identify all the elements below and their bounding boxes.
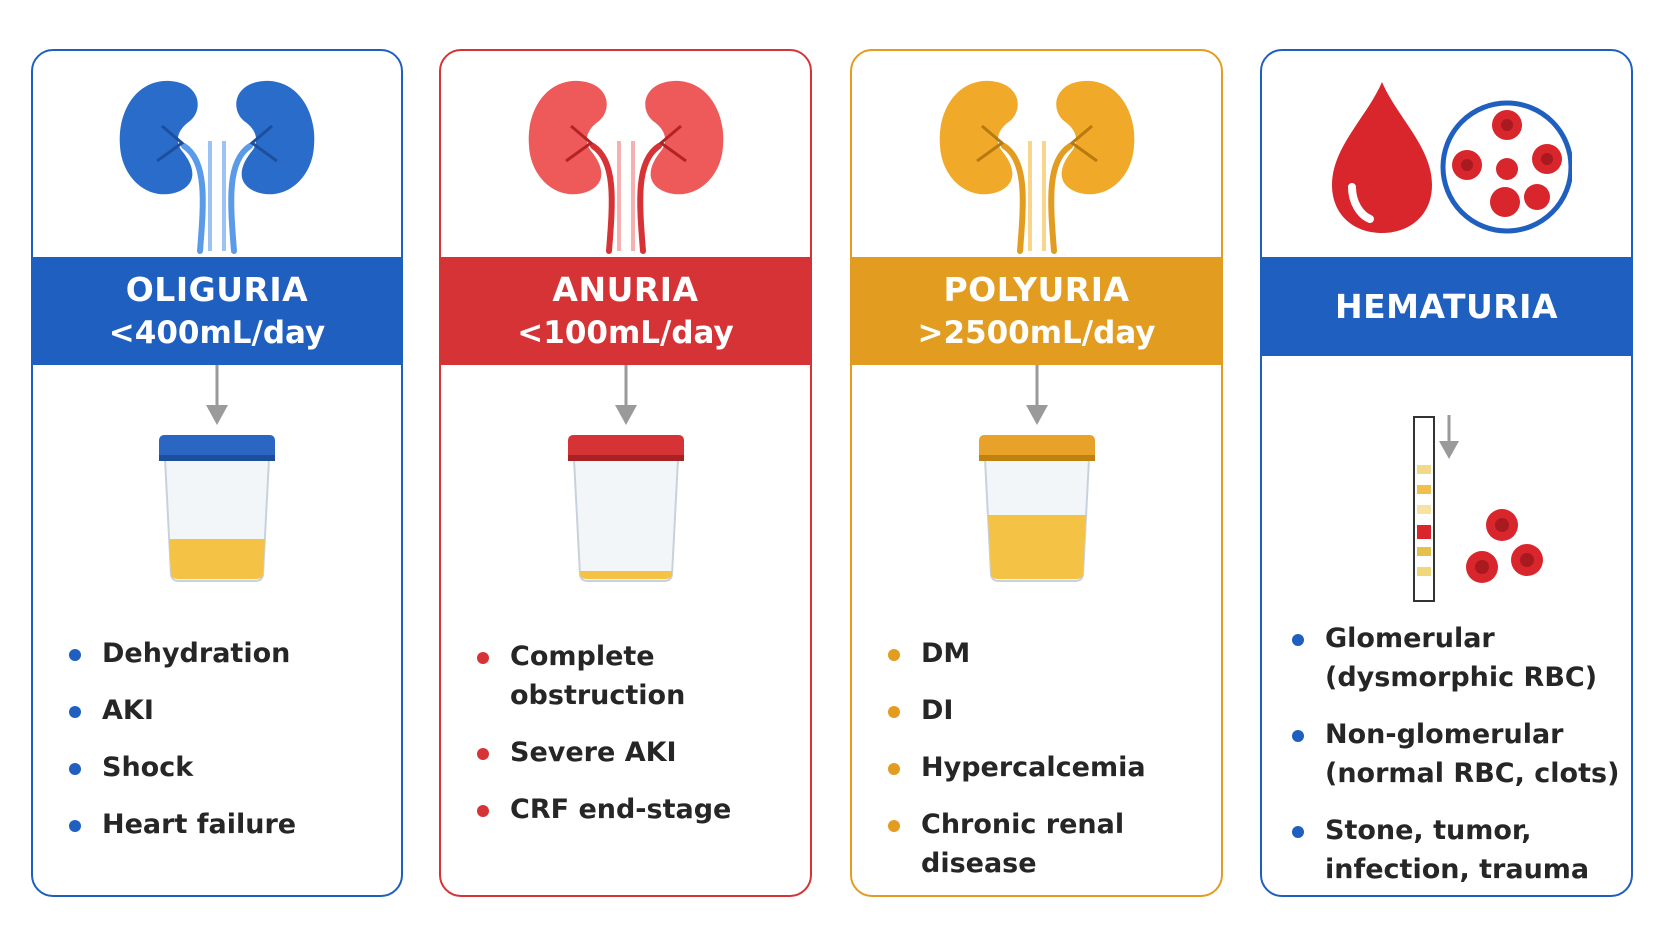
cause-list: Glomerular(dysmorphic RBC) Non-glomerula… <box>1262 619 1631 895</box>
card-subtitle: <100mL/day <box>517 315 734 351</box>
list-item: Glomerular(dysmorphic RBC) <box>1292 619 1631 697</box>
card-anuria: ANURIA <100mL/day Complete obstruction S… <box>439 49 812 897</box>
list-item: Chronic renal disease <box>888 805 1221 883</box>
arrow-down-icon <box>1025 365 1048 425</box>
kidneys-blue <box>33 71 401 261</box>
list-item: DM <box>888 634 1221 673</box>
banner-oliguria: OLIGURIA <400mL/day <box>33 257 401 365</box>
card-title: ANURIA <box>552 270 699 309</box>
bullet <box>69 763 81 775</box>
card-hematuria: HEMATURIA Glomerular(dysmorphic RBC) Non… <box>1260 49 1633 897</box>
bullet <box>1292 730 1304 742</box>
urine-cup-icon <box>978 435 1095 582</box>
bullet <box>477 805 489 817</box>
card-subtitle: <400mL/day <box>108 315 326 351</box>
kidneys-yellow <box>852 71 1221 261</box>
bullet <box>888 649 900 661</box>
bullet <box>888 706 900 718</box>
bullet <box>69 820 81 832</box>
list-item: Hypercalcemia <box>888 748 1221 787</box>
cause-list: Complete obstruction Severe AKI CRF end-… <box>441 637 810 847</box>
kidneys-red <box>441 71 810 261</box>
list-item: AKI <box>69 691 401 730</box>
bullet <box>888 763 900 775</box>
bullet <box>69 649 81 661</box>
kidney-icon <box>939 80 1134 254</box>
banner-polyuria: POLYURIA >2500mL/day <box>852 257 1221 365</box>
kidney-icon <box>528 80 723 254</box>
card-oliguria: OLIGURIA <400mL/day Dehydration AKI Shoc… <box>31 49 403 897</box>
bullet <box>69 706 81 718</box>
card-title: HEMATURIA <box>1334 286 1558 326</box>
list-item: Dehydration <box>69 634 401 673</box>
list-item: DI <box>888 691 1221 730</box>
banner-hematuria: HEMATURIA <box>1262 257 1631 356</box>
list-item: Stone, tumor,infection, trauma <box>1292 811 1631 889</box>
blood-drop-icon <box>1331 82 1572 234</box>
list-item: Non-glomerular(normal RBC, clots) <box>1292 715 1631 793</box>
urine-cup-icon <box>567 435 684 582</box>
bullet <box>1292 826 1304 838</box>
urine-dipstick-icon <box>1413 415 1543 602</box>
card-polyuria: POLYURIA >2500mL/day DM DI Hypercalcemia… <box>850 49 1223 897</box>
bullet <box>477 652 489 664</box>
card-title: OLIGURIA <box>125 270 309 309</box>
bullet <box>1292 634 1304 646</box>
banner-anuria: ANURIA <100mL/day <box>441 257 810 365</box>
list-item: Shock <box>69 748 401 787</box>
card-title: POLYURIA <box>943 270 1130 309</box>
list-item: Severe AKI <box>477 733 810 772</box>
bullet <box>888 820 900 832</box>
cause-list: DM DI Hypercalcemia Chronic renal diseas… <box>852 634 1221 895</box>
bullet <box>477 748 489 760</box>
urine-cup-icon <box>159 435 275 582</box>
arrow-down-icon <box>614 365 637 425</box>
cause-list: Dehydration AKI Shock Heart failure <box>33 634 401 862</box>
arrow-down-icon <box>206 365 228 425</box>
kidney-icon <box>119 80 315 254</box>
list-item: Heart failure <box>69 805 401 844</box>
card-subtitle: >2500mL/day <box>917 315 1156 351</box>
blood-icons <box>1262 77 1631 267</box>
list-item: CRF end-stage <box>477 790 810 829</box>
list-item: Complete obstruction <box>477 637 810 715</box>
